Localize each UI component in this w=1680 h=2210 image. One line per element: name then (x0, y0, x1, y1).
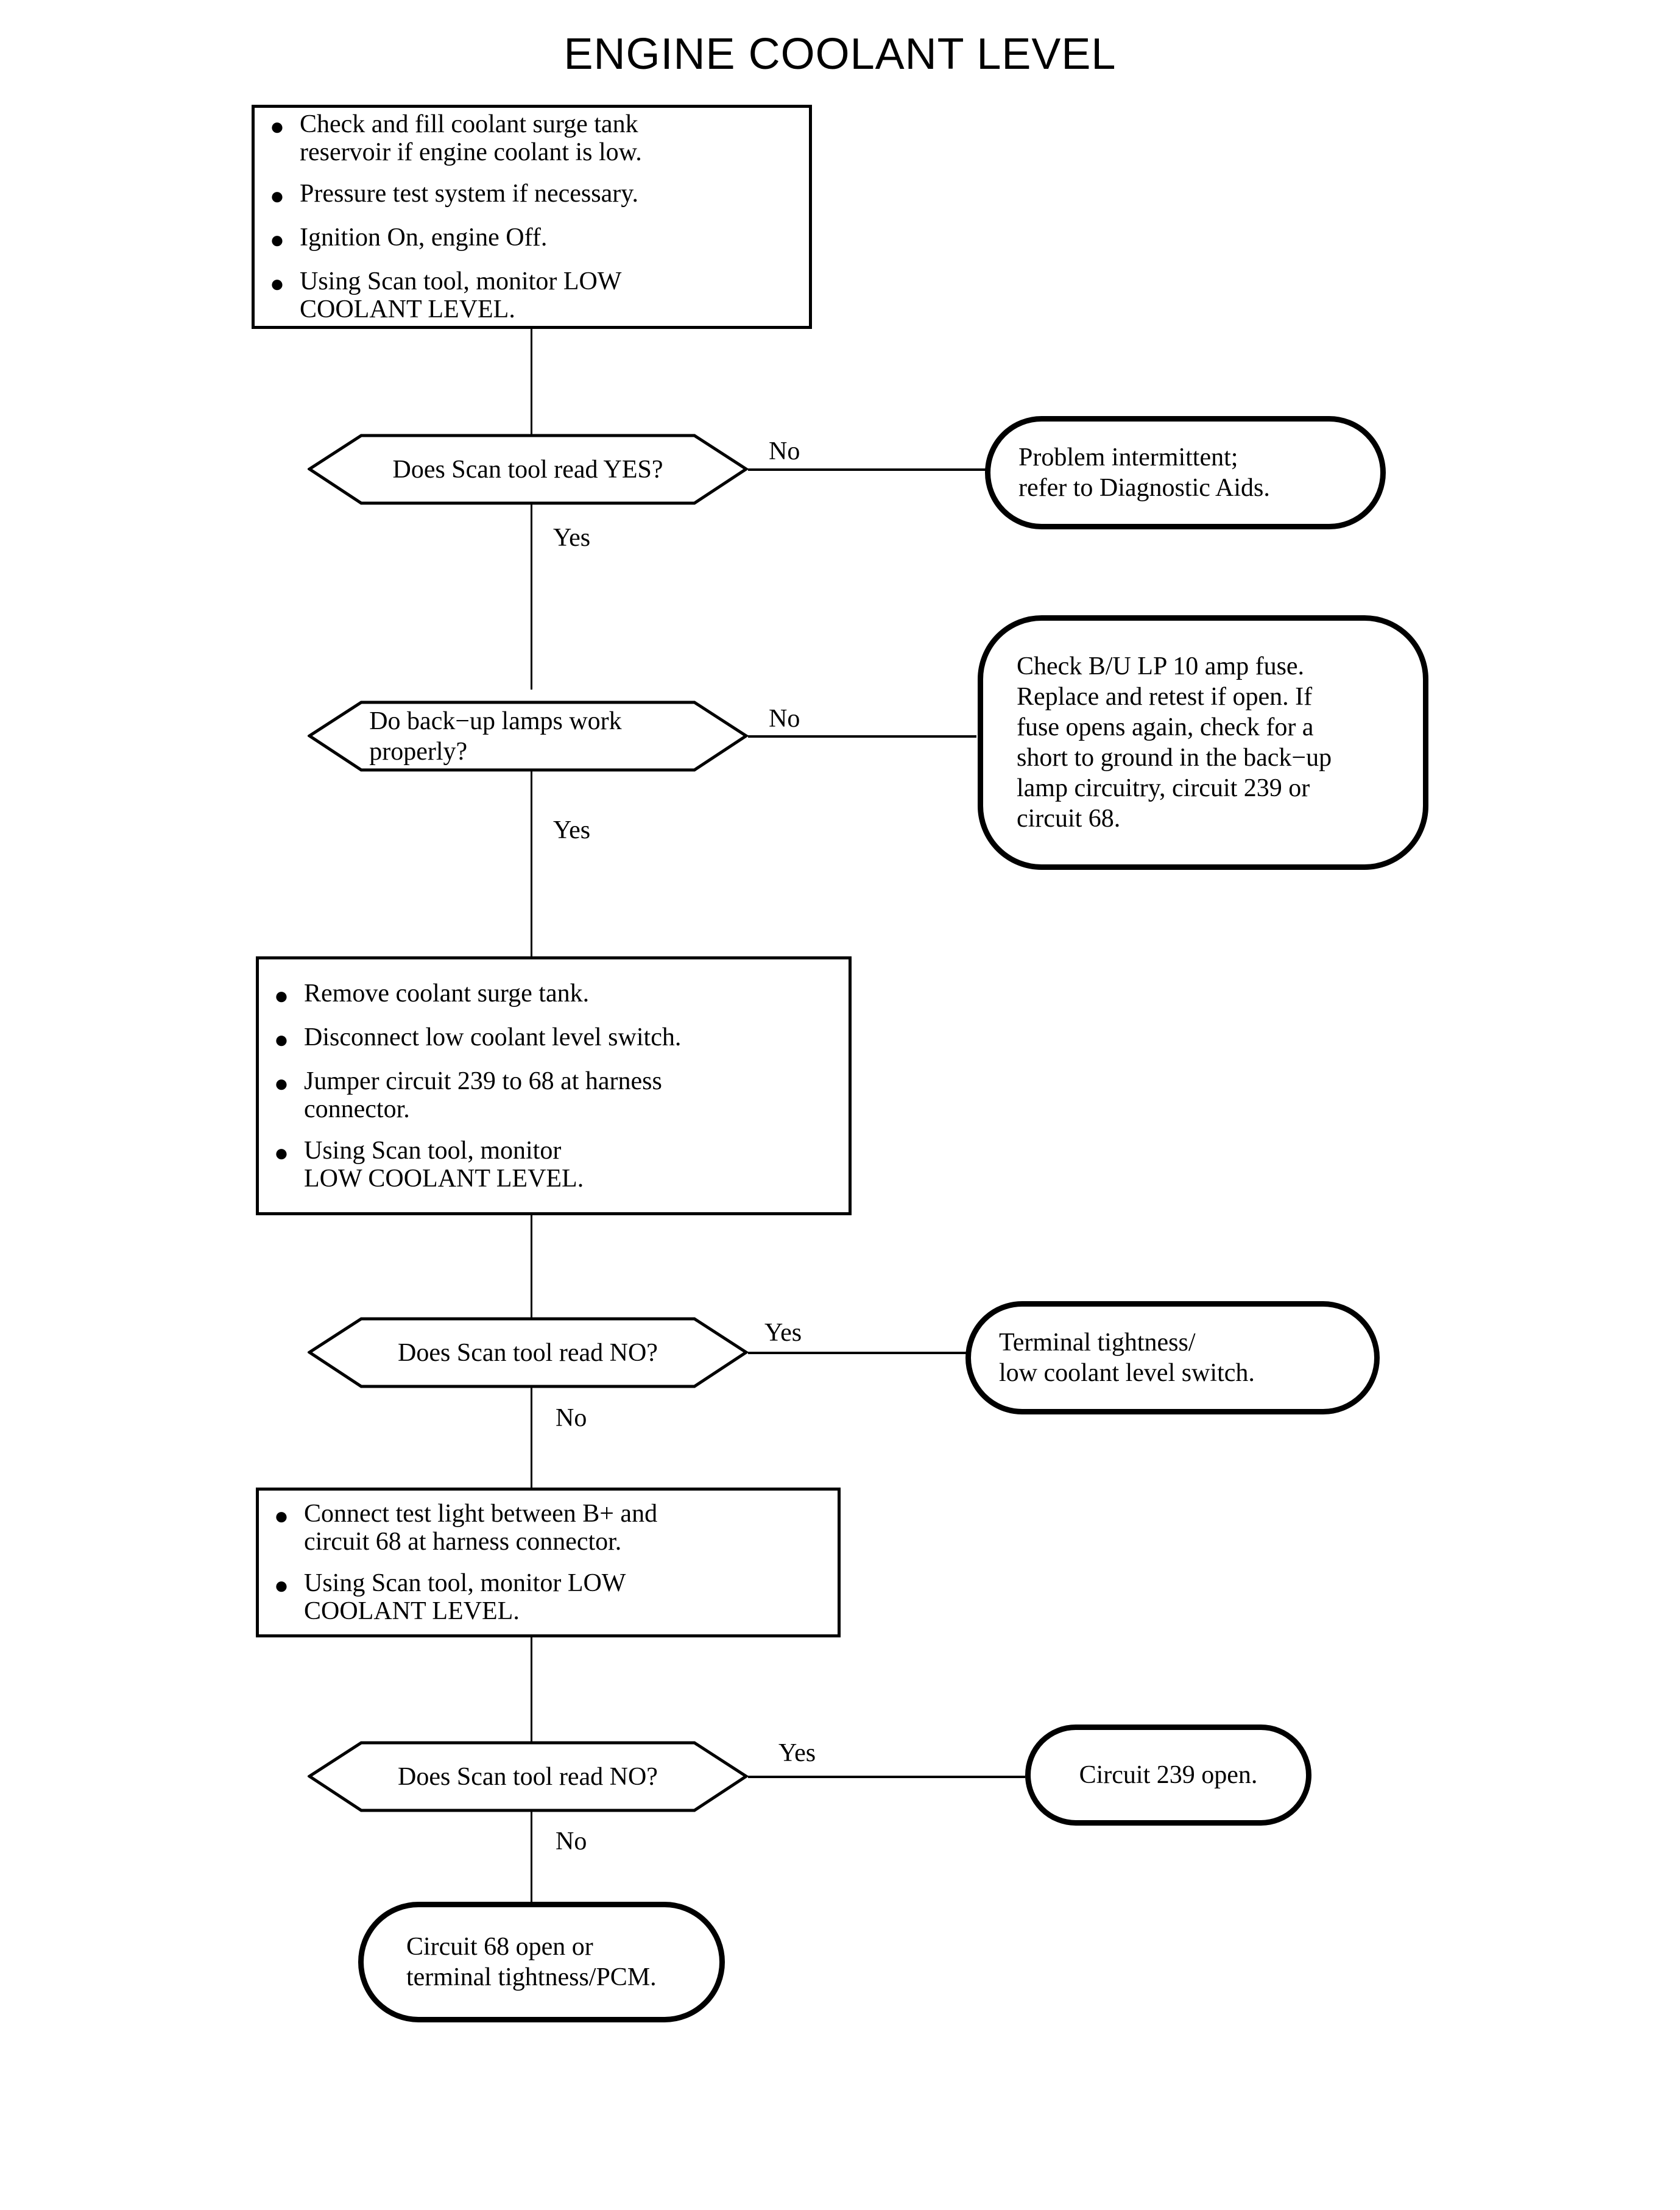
terminator-check-fuse: Check B/U LP 10 amp fuse. Replace and re… (978, 615, 1428, 870)
decision-label: Does Scan tool read NO? (398, 1762, 658, 1791)
bullet-point-icon: ● (269, 113, 285, 140)
bullet-point-icon: ● (274, 1069, 289, 1097)
bullet-point-icon: ● (274, 1139, 289, 1167)
bullet-text: Check and fill coolant surge tank reserv… (300, 110, 642, 166)
branch-label-yes-3: Yes (764, 1319, 802, 1347)
branch-label-no-1: No (769, 437, 800, 465)
decision-label: Does Scan tool read YES? (392, 455, 663, 484)
connector-step2-to-decision3 (531, 1215, 532, 1318)
list-item: ● Check and fill coolant surge tank rese… (255, 110, 809, 166)
bullet-text: Using Scan tool, monitor LOW COOLANT LEV… (304, 1569, 626, 1625)
bullet-list-step2: ● Remove coolant surge tank. ● Disconnec… (259, 959, 849, 1212)
list-item: ● Pressure test system if necessary. (255, 180, 809, 210)
connector-decision3-to-step3 (531, 1387, 532, 1489)
branch-label-yes-2: Yes (553, 816, 591, 844)
terminator-text: Circuit 68 open or terminal tightness/PC… (406, 1933, 657, 1991)
bullet-point-icon: ● (274, 1572, 289, 1599)
list-item: ● Ignition On, engine Off. (255, 224, 809, 254)
bullet-list-step3: ● Connect test light between B+ and circ… (259, 1491, 838, 1634)
decision-label: Do back−up lamps work properly? (369, 707, 622, 766)
process-box-step3: ● Connect test light between B+ and circ… (256, 1488, 841, 1637)
bullet-point-icon: ● (274, 1025, 289, 1053)
bullet-text: Pressure test system if necessary. (300, 180, 638, 208)
branch-label-yes-4: Yes (778, 1739, 816, 1767)
terminator-text: Terminal tightness/ low coolant level sw… (999, 1329, 1255, 1387)
bullet-text: Connect test light between B+ and circui… (304, 1500, 658, 1556)
page-title: ENGINE COOLANT LEVEL (563, 30, 1117, 79)
decision-label: Does Scan tool read NO? (398, 1338, 658, 1367)
connector-step1-to-decision1 (531, 329, 532, 436)
bullet-text: Disconnect low coolant level switch. (304, 1023, 682, 1051)
bullet-point-icon: ● (269, 226, 285, 253)
branch-label-yes-1: Yes (553, 524, 591, 552)
decision-node-scan-reads-yes: Does Scan tool read YES? (308, 434, 748, 505)
bullet-text: Jumper circuit 239 to 68 at harness conn… (304, 1067, 662, 1123)
decision-node-scan-reads-no-1: Does Scan tool read NO? (308, 1317, 748, 1388)
connector-step3-to-decision4 (531, 1637, 532, 1742)
terminator-circuit-239-open: Circuit 239 open. (1025, 1725, 1311, 1826)
bullet-point-icon: ● (274, 981, 289, 1009)
list-item: ● Using Scan tool, monitor LOW COOLANT L… (259, 1137, 849, 1193)
connector-decision1-no (748, 468, 987, 471)
list-item: ● Disconnect low coolant level switch. (259, 1023, 849, 1054)
bullet-point-icon: ● (274, 1502, 289, 1530)
list-item: ● Remove coolant surge tank. (259, 980, 849, 1010)
decision-node-backup-lamps: Do back−up lamps work properly? (308, 701, 748, 772)
list-item: ● Jumper circuit 239 to 68 at harness co… (259, 1067, 849, 1123)
hexagon-shape (308, 701, 748, 772)
hexagon-shape (308, 1741, 748, 1812)
bullet-text: Remove coolant surge tank. (304, 979, 590, 1008)
terminator-circuit-68-open: Circuit 68 open or terminal tightness/PC… (358, 1902, 725, 2022)
connector-decision4-yes (748, 1776, 1025, 1778)
bullet-point-icon: ● (269, 182, 285, 210)
branch-label-no-3: No (556, 1404, 587, 1432)
connector-decision4-to-result5 (531, 1812, 532, 1902)
decision-node-scan-reads-no-2: Does Scan tool read NO? (308, 1741, 748, 1812)
terminator-terminal-tightness: Terminal tightness/ low coolant level sw… (965, 1301, 1380, 1414)
process-box-step1: ● Check and fill coolant surge tank rese… (252, 105, 812, 329)
bullet-text: Ignition On, engine Off. (300, 224, 548, 252)
hexagon-shape (308, 434, 748, 505)
bullet-text: Using Scan tool, monitor LOW COOLANT LEV… (304, 1136, 584, 1193)
list-item: ● Connect test light between B+ and circ… (259, 1500, 838, 1556)
connector-decision3-yes (748, 1352, 967, 1354)
terminator-text: Check B/U LP 10 amp fuse. Replace and re… (1017, 652, 1332, 833)
terminator-text: Circuit 239 open. (1079, 1761, 1258, 1789)
bullet-list-step1: ● Check and fill coolant surge tank rese… (255, 108, 809, 326)
connector-decision2-to-step2 (531, 771, 532, 958)
branch-label-no-2: No (769, 705, 800, 733)
bullet-point-icon: ● (269, 270, 285, 297)
list-item: ● Using Scan tool, monitor LOW COOLANT L… (259, 1569, 838, 1625)
branch-label-no-4: No (556, 1827, 587, 1855)
bullet-text: Using Scan tool, monitor LOW COOLANT LEV… (300, 267, 622, 323)
hexagon-shape (308, 1317, 748, 1388)
connector-decision2-no (748, 735, 976, 738)
connector-decision1-to-decision2 (531, 504, 532, 690)
terminator-problem-intermittent: Problem intermittent; refer to Diagnosti… (985, 416, 1386, 529)
terminator-text: Problem intermittent; refer to Diagnosti… (1018, 443, 1270, 502)
list-item: ● Using Scan tool, monitor LOW COOLANT L… (255, 267, 809, 323)
process-box-step2: ● Remove coolant surge tank. ● Disconnec… (256, 956, 852, 1215)
